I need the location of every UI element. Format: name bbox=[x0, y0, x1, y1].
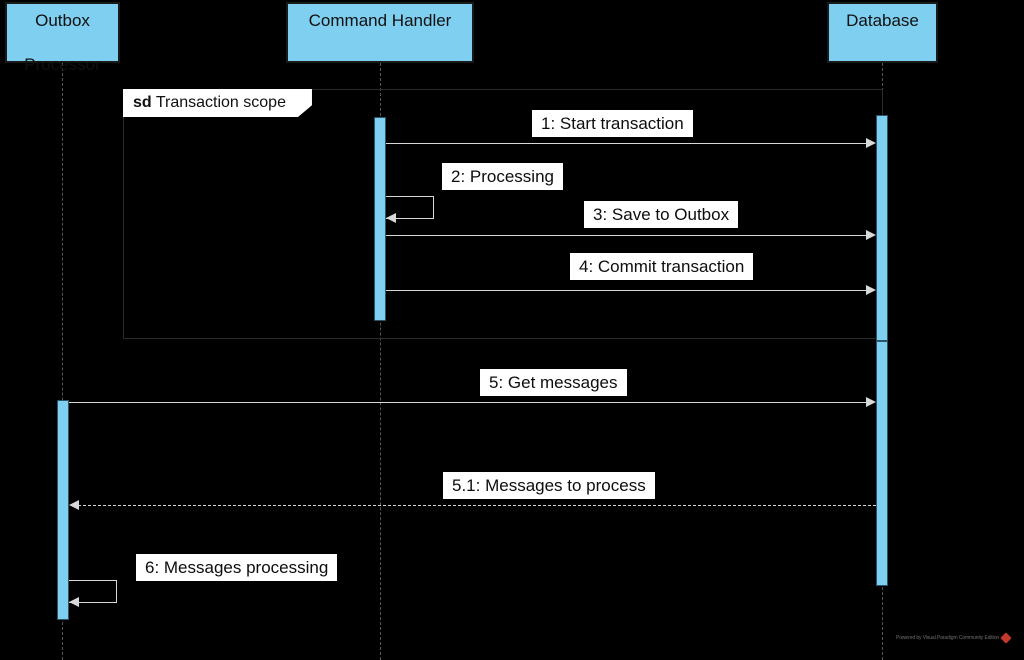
fragment-label-transaction-scope: sd Transaction scope bbox=[123, 89, 312, 117]
message-line-6-top bbox=[69, 580, 117, 581]
message-line-4 bbox=[386, 290, 870, 291]
message-label-1[interactable]: 1: Start transaction bbox=[532, 110, 693, 137]
message-arrowhead-6 bbox=[69, 597, 79, 607]
message-line-2-bottom bbox=[386, 218, 434, 219]
message-line-6-right bbox=[116, 580, 117, 602]
participant-outbox-processor-line2: Processor bbox=[24, 55, 101, 74]
participant-command-handler[interactable]: Command Handler bbox=[286, 2, 474, 63]
message-line-5 bbox=[69, 402, 870, 403]
fragment-transaction-scope bbox=[123, 89, 883, 339]
activation-database-upper[interactable] bbox=[876, 115, 888, 341]
watermark-logo-icon bbox=[1000, 632, 1012, 644]
message-arrowhead-4 bbox=[866, 285, 876, 295]
message-label-2[interactable]: 2: Processing bbox=[442, 163, 563, 190]
message-label-5[interactable]: 5: Get messages bbox=[480, 369, 627, 396]
participant-outbox-processor[interactable]: Outbox Processor bbox=[5, 2, 120, 74]
message-arrowhead-5 bbox=[866, 397, 876, 407]
message-label-3[interactable]: 3: Save to Outbox bbox=[584, 201, 739, 228]
participant-outbox-processor-line1: Outbox bbox=[35, 11, 90, 30]
message-label-5-1[interactable]: 5.1: Messages to process bbox=[443, 472, 655, 499]
message-line-5-1 bbox=[73, 505, 876, 506]
activation-outbox-processor[interactable] bbox=[57, 400, 69, 620]
fragment-name: Transaction scope bbox=[155, 94, 286, 111]
message-line-6-bottom bbox=[69, 602, 117, 603]
message-line-1 bbox=[386, 143, 870, 144]
activation-command-handler[interactable] bbox=[374, 117, 386, 321]
lifeline-outbox-processor bbox=[62, 63, 63, 660]
participant-command-handler-label: Command Handler bbox=[308, 11, 452, 30]
message-line-2-right bbox=[433, 196, 434, 218]
message-arrowhead-3 bbox=[866, 230, 876, 240]
participant-database-label: Database bbox=[846, 11, 919, 30]
watermark: Powered by Visual Paradigm Community Edi… bbox=[896, 632, 1012, 644]
message-line-2-top bbox=[386, 196, 434, 197]
message-arrowhead-5-1 bbox=[69, 500, 79, 510]
activation-database-lower[interactable] bbox=[876, 341, 888, 586]
fragment-keyword: sd bbox=[133, 94, 152, 111]
participant-database[interactable]: Database bbox=[827, 2, 938, 63]
message-arrowhead-1 bbox=[866, 138, 876, 148]
message-arrowhead-2 bbox=[386, 213, 396, 223]
message-line-3 bbox=[386, 235, 870, 236]
message-label-4[interactable]: 4: Commit transaction bbox=[570, 253, 754, 280]
message-label-6[interactable]: 6: Messages processing bbox=[136, 554, 338, 581]
lifeline-command-handler bbox=[380, 63, 381, 660]
watermark-text: Powered by Visual Paradigm Community Edi… bbox=[896, 634, 1000, 641]
